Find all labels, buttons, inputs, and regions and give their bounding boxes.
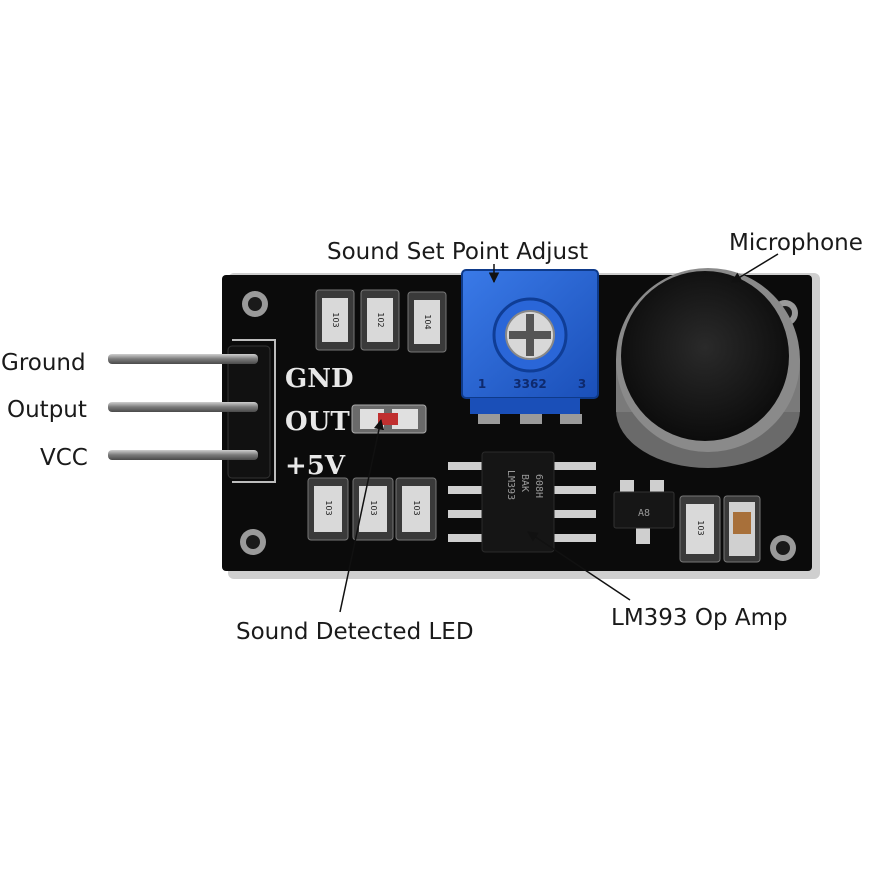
- microphone: [616, 268, 800, 468]
- chip-line-2: BAK: [519, 474, 530, 492]
- silk-vcc-label: +5V: [285, 451, 346, 481]
- label-microphone: Microphone: [729, 230, 863, 256]
- resistor-bottom-3-code: 103: [412, 500, 421, 515]
- lm393-chip: LM393 BAK 608H: [448, 451, 596, 553]
- mounting-hole-bottom-right: [770, 535, 796, 561]
- chip-line-3: 608H: [533, 474, 544, 498]
- chip-line-1: LM393: [505, 470, 516, 500]
- silk-out-label: OUT: [285, 407, 350, 437]
- mounting-hole-bottom-left: [240, 529, 266, 555]
- label-led: Sound Detected LED: [236, 619, 474, 645]
- set-point-potentiometer: 3362 1 3: [461, 269, 599, 424]
- resistor-top-3-code: 104: [423, 314, 432, 329]
- label-set-point: Sound Set Point Adjust: [327, 239, 588, 265]
- resistor-bottom-1: 103: [307, 477, 349, 541]
- label-ground: Ground: [1, 350, 86, 376]
- resistor-bottom-1-code: 103: [324, 500, 333, 515]
- label-vcc: VCC: [40, 445, 88, 471]
- pot-code: 3362: [513, 377, 546, 391]
- silk-gnd-label: GND: [285, 364, 354, 394]
- pin-vcc: [108, 450, 258, 460]
- capacitor: [723, 495, 761, 563]
- pin-ground: [108, 354, 258, 364]
- resistor-top-2-code: 102: [376, 312, 385, 327]
- arrow-microphone: [731, 253, 779, 283]
- resistor-top-3: 104: [407, 291, 447, 353]
- resistor-bottom-3: 103: [395, 477, 437, 541]
- resistor-top-1-code: 103: [331, 312, 340, 327]
- resistor-bottom-2: 103: [352, 477, 394, 541]
- transistor-code: A8: [638, 508, 650, 519]
- resistor-top-1: 103: [315, 289, 355, 351]
- label-output: Output: [7, 397, 87, 423]
- label-op-amp: LM393 Op Amp: [611, 605, 788, 631]
- arrow-op-amp: [527, 531, 631, 601]
- pin-output: [108, 402, 258, 412]
- resistor-bottom-2-code: 103: [369, 500, 378, 515]
- resistor-right-code: 103: [696, 520, 705, 535]
- resistor-top-2: 102: [360, 289, 400, 351]
- annotation-arrows: [339, 253, 779, 613]
- header-pins: [108, 345, 271, 479]
- transistor: A8: [613, 480, 675, 544]
- resistor-right: 103: [679, 495, 721, 563]
- mounting-hole-top-left: [242, 291, 268, 317]
- sound-detected-led: [351, 404, 427, 434]
- arrow-led: [339, 418, 385, 613]
- pot-pin-3: 3: [578, 377, 586, 391]
- pot-pin-1: 1: [478, 377, 486, 391]
